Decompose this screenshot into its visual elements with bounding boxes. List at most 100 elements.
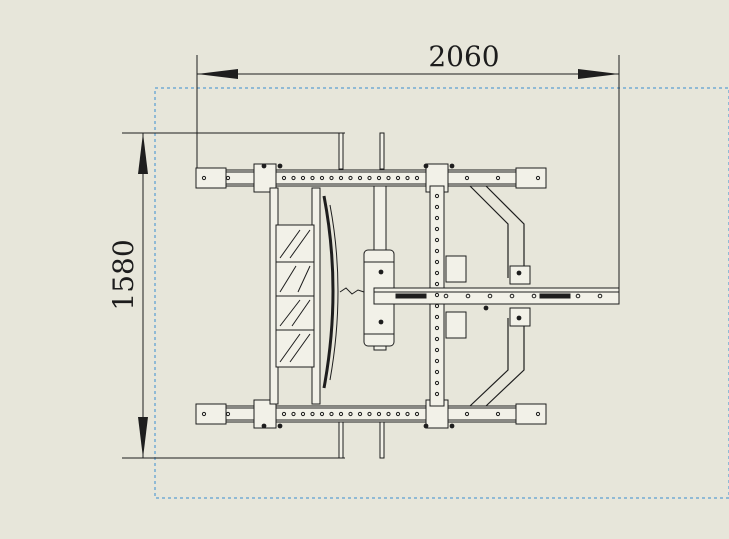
bottom-pin-left [338,421,344,459]
perforation-hole [434,204,440,210]
top-pin-left [338,132,344,170]
bolt [483,305,489,311]
rack-frame [195,132,620,459]
perforation-hole [434,270,440,276]
perforation-hole [443,293,449,299]
bolt [378,269,384,275]
angled-frame-bottom [469,318,525,407]
perforation-hole [434,314,440,320]
spotter-pad-bottom [445,311,467,339]
perforation-hole [495,175,501,181]
perforation-hole [434,248,440,254]
perforation-hole [348,175,353,181]
perforation-hole [319,175,325,181]
perforation-hole [434,380,440,386]
curved-grip-bar-inner [329,204,339,381]
perforation-hole [357,411,363,417]
perforation-hole [434,325,440,331]
perforation-hole [376,411,382,417]
perforation-hole [386,411,391,417]
bolt [423,163,429,169]
perforation-hole [357,175,363,181]
perforation-hole [291,175,296,181]
perforation-hole [329,175,334,181]
perforation-hole [509,293,515,299]
perforation-hole [367,175,372,181]
spotter-pad-top [445,255,467,283]
perforation-hole [376,175,382,181]
perforation-hole [414,175,420,181]
perforation-hole [348,411,353,417]
bottom-rail-end-right [515,403,547,425]
bottom-pin-center [379,421,385,459]
perforation-hole [434,303,440,309]
arm-slot-right [539,293,571,299]
depth-dimension-label: 1580 [107,239,140,310]
bolt [449,163,455,169]
top-pin-center [379,132,385,170]
width-dimension [196,55,620,290]
perforation-hole [281,411,287,417]
bottom-rail-end-left [195,403,227,425]
perforation-hole [434,215,440,221]
bolt [261,163,267,169]
perforation-hole [434,391,440,397]
perforation-hole [487,293,493,299]
perforation-hole [434,369,440,375]
perforation-hole [319,411,325,417]
perforation-hole [531,293,537,299]
curved-grip-bar [322,195,335,389]
perforation-hole [386,175,391,181]
bolt [516,315,522,321]
perforation-hole [575,293,581,299]
bolt [516,270,522,276]
perforation-hole [414,411,420,417]
perforation-hole [405,175,410,181]
width-arrow-right [578,69,619,79]
chain [339,287,365,295]
bolt [423,423,429,429]
perforation-hole [338,411,344,417]
perforation-hole [201,175,207,181]
perforation-hole [395,411,401,417]
perforation-hole [434,259,440,265]
width-dimension-label: 2060 [428,40,499,73]
perforation-hole [310,175,315,181]
bolt [277,423,283,429]
perforation-hole [535,411,541,417]
angled-frame-top [469,185,525,278]
perforation-hole [281,175,287,181]
perforation-hole [434,193,440,199]
perforation-hole [434,347,440,353]
perforation-hole [291,411,296,417]
perforation-hole [225,175,231,181]
perforation-hole [310,411,315,417]
depth-arrow-bottom [138,417,148,458]
perforation-hole [395,175,401,181]
perforation-hole [464,411,470,417]
bolt [449,423,455,429]
perforation-hole [434,358,440,364]
top-rail-end-right [515,167,547,189]
bolt [261,423,267,429]
perforation-hole [201,411,207,417]
perforation-hole [225,411,231,417]
perforation-hole [329,411,334,417]
ladder-brace-4 [279,333,311,363]
width-arrow-left [197,69,238,79]
perforation-hole [434,281,440,287]
perforation-hole [434,336,440,342]
top-rail-end-left [195,167,227,189]
depth-dimension [122,132,345,459]
fasteners [261,163,522,429]
perforation-hole [300,175,306,181]
perforation-hole [300,411,306,417]
perforation-hole [465,293,471,299]
arm-slot-left [395,293,427,299]
perforation-hole [367,411,372,417]
ladder-brace-2 [279,265,311,293]
perforation-hole [597,293,603,299]
perforation-hole [434,226,440,232]
perforation-holes [201,175,603,417]
